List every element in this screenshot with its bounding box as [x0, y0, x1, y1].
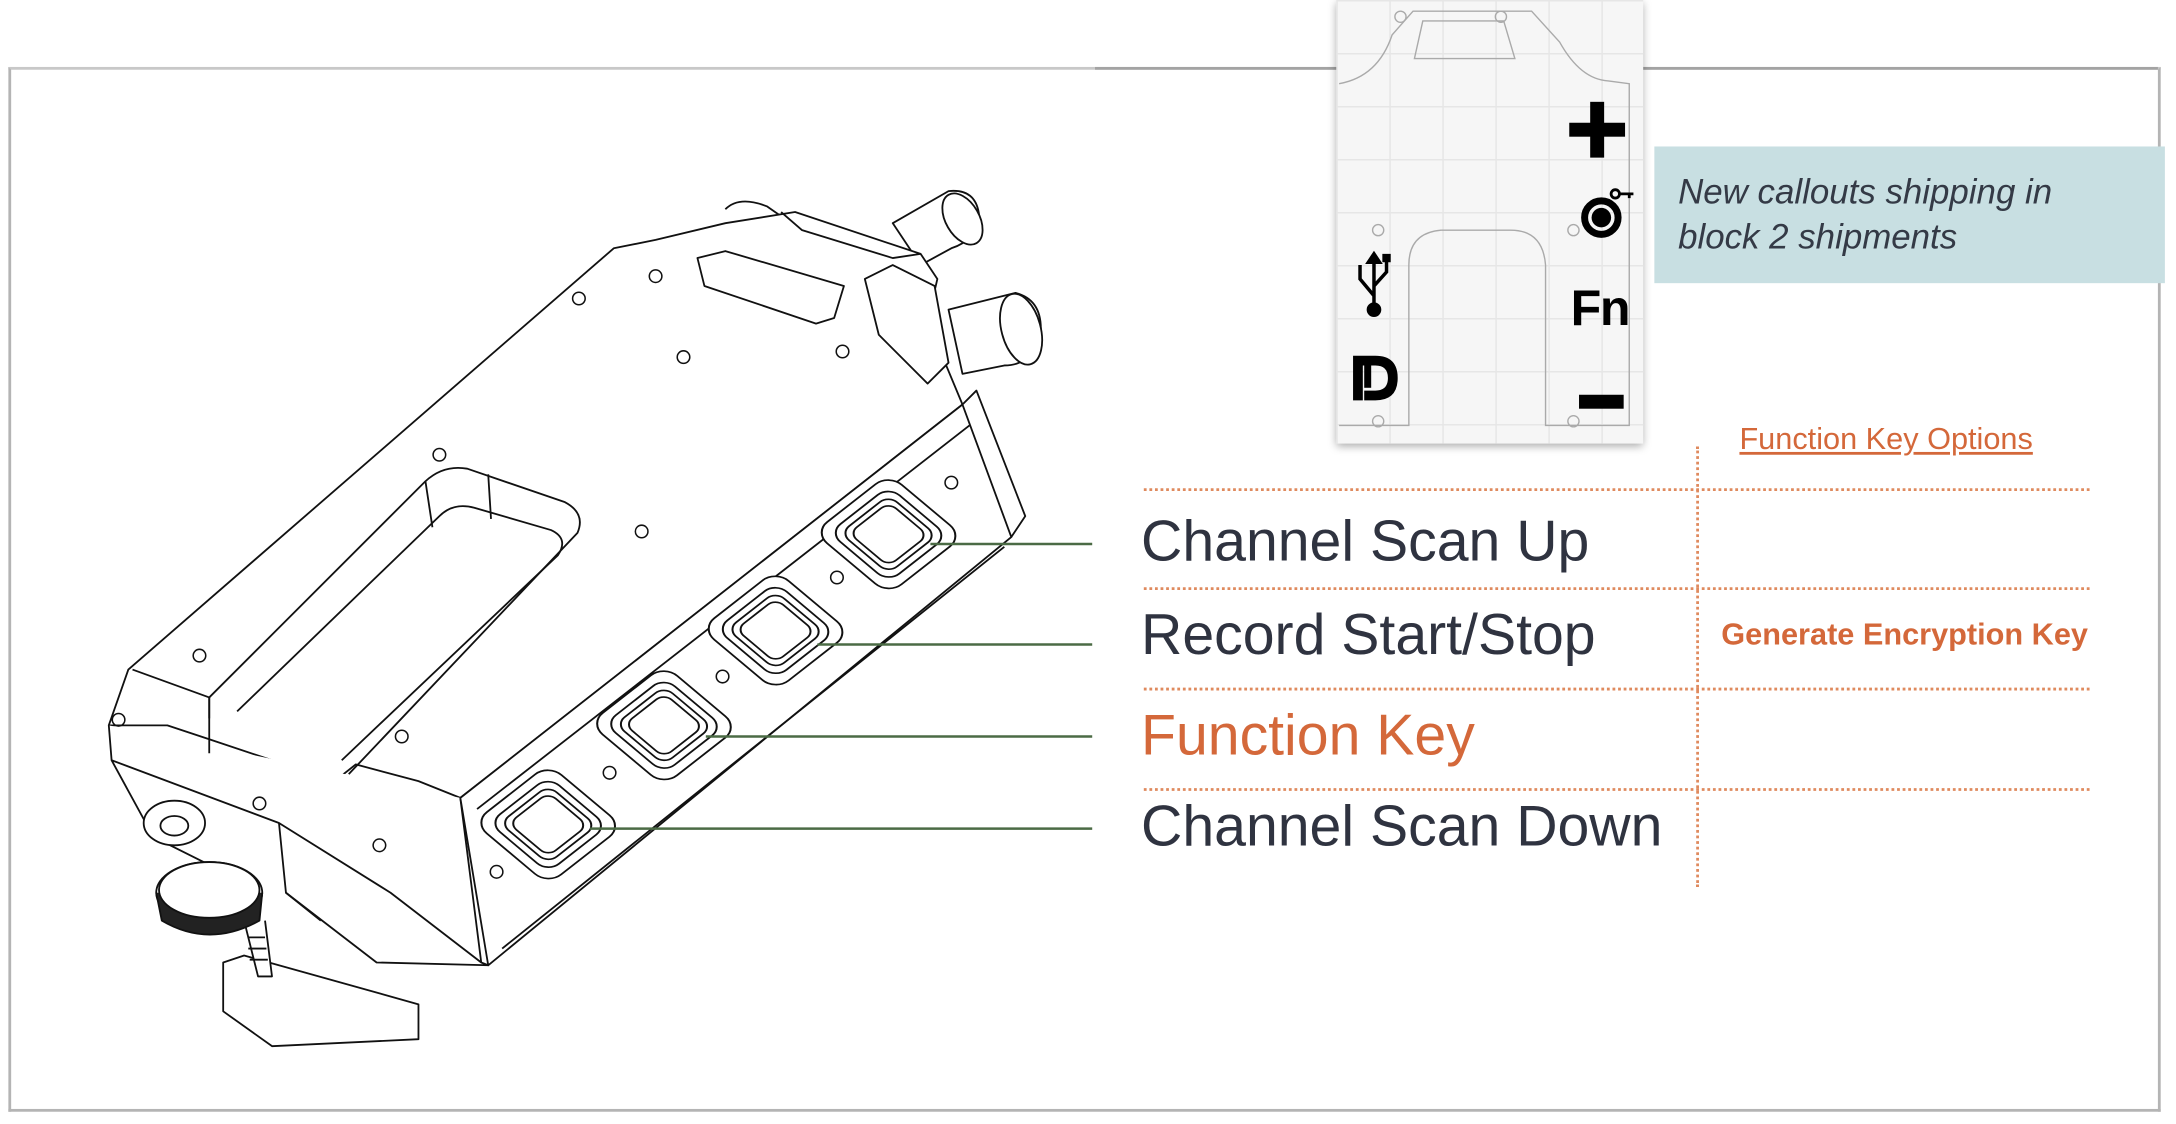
antenna-connector [724, 189, 1044, 375]
label-channel-scan-down: Channel Scan Down [1141, 793, 1663, 858]
record-key-icon [1581, 188, 1634, 238]
button-layout-panel [1336, 0, 1644, 444]
divider [1143, 488, 2090, 492]
thumb-screw [142, 799, 420, 1048]
content-frame [8, 66, 2161, 1112]
displayport-icon [1353, 355, 1398, 401]
function-key-options-link[interactable]: Function Key Options [1739, 421, 2033, 457]
label-channel-scan-up: Channel Scan Up [1141, 509, 1590, 574]
plus-icon [1569, 101, 1626, 158]
column-divider [1696, 446, 1699, 888]
device-button-3 [596, 670, 732, 781]
callout-text: New callouts shipping in block 2 shipmen… [1678, 172, 2053, 257]
fn-icon-label: Fn [1570, 278, 1631, 337]
device-button-1 [820, 479, 957, 590]
divider [1143, 587, 2090, 591]
device-button-4 [480, 769, 617, 880]
label-function-key: Function Key [1141, 703, 1475, 768]
label-record-start-stop: Record Start/Stop [1141, 602, 1596, 667]
callout-note: New callouts shipping in block 2 shipmen… [1654, 146, 2165, 284]
divider [1143, 788, 2090, 791]
minus-icon [1579, 394, 1624, 409]
divider [1143, 687, 2090, 691]
device-drawing [107, 189, 1093, 1048]
function-key-option-value: Generate Encryption Key [1721, 616, 2088, 652]
usb-icon [1358, 250, 1391, 317]
panel-outline [1338, 10, 1630, 427]
device-button-2 [707, 575, 844, 686]
device-top-recess [208, 466, 581, 775]
mounting-holes [111, 269, 959, 879]
